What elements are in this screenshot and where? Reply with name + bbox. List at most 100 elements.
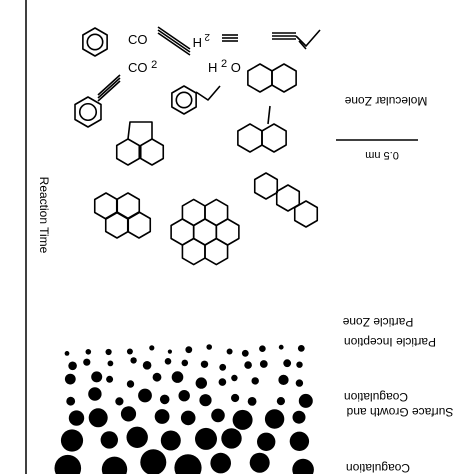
soot-particle [66, 396, 76, 406]
acenaphthylene-molecule [115, 121, 165, 166]
co2-subscript: 2 [151, 59, 157, 71]
h2o-label: H 2 O [208, 55, 241, 75]
soot-particle [100, 431, 119, 449]
soot-particle [292, 458, 314, 474]
pyrene-ring-c [104, 211, 130, 239]
h2o-o: O [231, 60, 241, 75]
h2o-h: H [208, 60, 217, 75]
scale-bar-label: 0.5 nm [365, 149, 399, 161]
soot-particle [174, 454, 202, 474]
five-ring-bridge [127, 121, 153, 140]
soot-particle [244, 361, 252, 369]
soot-particle [88, 408, 108, 428]
soot-particle [289, 431, 310, 451]
soot-particle [206, 344, 212, 350]
acetylene-molecule [157, 26, 191, 56]
soot-particle [292, 410, 306, 424]
soot-particle [218, 378, 227, 386]
soot-particle [149, 345, 155, 351]
soot-particle [120, 406, 137, 422]
triple-bond-symbol [222, 34, 238, 42]
soot-particle [68, 361, 77, 371]
soot-particle [278, 344, 284, 350]
soot-particle [296, 361, 303, 368]
triple-bond-line [97, 80, 121, 102]
soot-particle [278, 374, 289, 385]
soot-particle [83, 358, 91, 366]
soot-particle [167, 349, 172, 354]
methylnaphthalene-molecule [237, 105, 287, 153]
soot-particle [232, 409, 253, 430]
soot-particle [283, 359, 292, 368]
methylnaphthalene-ring-a [237, 123, 263, 153]
vinyl-chain [195, 85, 221, 101]
soot-particle [257, 432, 276, 451]
soot-particle [159, 394, 170, 405]
coronene-ring-5 [181, 198, 206, 227]
soot-particle [295, 379, 304, 387]
triple-bond-line [157, 29, 191, 53]
pyrene-ring-d [126, 211, 152, 239]
soot-particle [221, 428, 242, 449]
triple-bond-line [157, 26, 191, 50]
soot-particle [171, 371, 184, 383]
soot-particle [115, 397, 124, 406]
soot-particle [195, 427, 217, 450]
soot-particle [142, 361, 152, 370]
soot-particle [210, 452, 231, 474]
styrene-ring-aromatic [175, 91, 193, 109]
methyl-group [267, 105, 271, 125]
triple-bond-line [97, 77, 121, 99]
soot-particle [154, 409, 170, 424]
soot-particle [247, 397, 257, 406]
soot-particle [138, 388, 152, 403]
soot-particle [126, 348, 133, 355]
soot-particle [264, 409, 285, 429]
surface-growth-coagulation-label: Coagulation [344, 390, 408, 404]
soot-particles [54, 344, 314, 474]
soot-particle [126, 426, 148, 448]
soot-particle [226, 348, 233, 355]
soot-particle [107, 360, 114, 367]
soot-particle [54, 454, 82, 474]
phenanthrene-ring-b [275, 184, 301, 212]
benzene-ring-aromatic [86, 33, 104, 51]
h2-subscript: 2 [204, 31, 210, 42]
phenyl-ring [74, 96, 102, 128]
particle-inception-label: Particle Inception [344, 335, 436, 349]
coronene-ring-6 [204, 198, 229, 227]
benzene-molecule [82, 27, 108, 57]
co-label: CO [128, 32, 148, 47]
phenylacetylene-molecule [74, 74, 121, 128]
styrene-molecule [171, 85, 221, 115]
coronene-molecule [170, 198, 240, 266]
soot-particle [259, 360, 268, 368]
soot-particle [185, 346, 193, 354]
vinyl-chain [295, 29, 321, 47]
naphthalene-ring-b [271, 63, 297, 93]
methylnaphthalene-ring-b [261, 123, 287, 153]
soot-particle [178, 390, 190, 402]
pyrene-ring-a [93, 192, 119, 220]
soot-particle [140, 449, 167, 474]
coagulation-label: Coagulation [346, 461, 410, 474]
soot-particle [91, 371, 103, 383]
soot-particle [195, 377, 207, 389]
soot-particle [259, 345, 266, 353]
surface-growth-label: Surface Growth and [347, 405, 454, 419]
triple-bond-line [157, 32, 191, 56]
soot-particle [231, 393, 240, 403]
soot-particle [164, 358, 172, 365]
soot-particle [105, 348, 112, 356]
soot-particle [152, 372, 162, 382]
triple-bond-line [97, 74, 121, 96]
h2-h: H [193, 35, 202, 50]
soot-particle [199, 394, 212, 407]
pyrene-ring-b [115, 192, 141, 220]
soot-particle [241, 349, 249, 357]
co2-label: CO 2 [128, 59, 157, 75]
acenaphthylene-ring-a [115, 138, 141, 166]
pyrene-molecule [93, 192, 152, 239]
soot-particle [251, 377, 259, 385]
